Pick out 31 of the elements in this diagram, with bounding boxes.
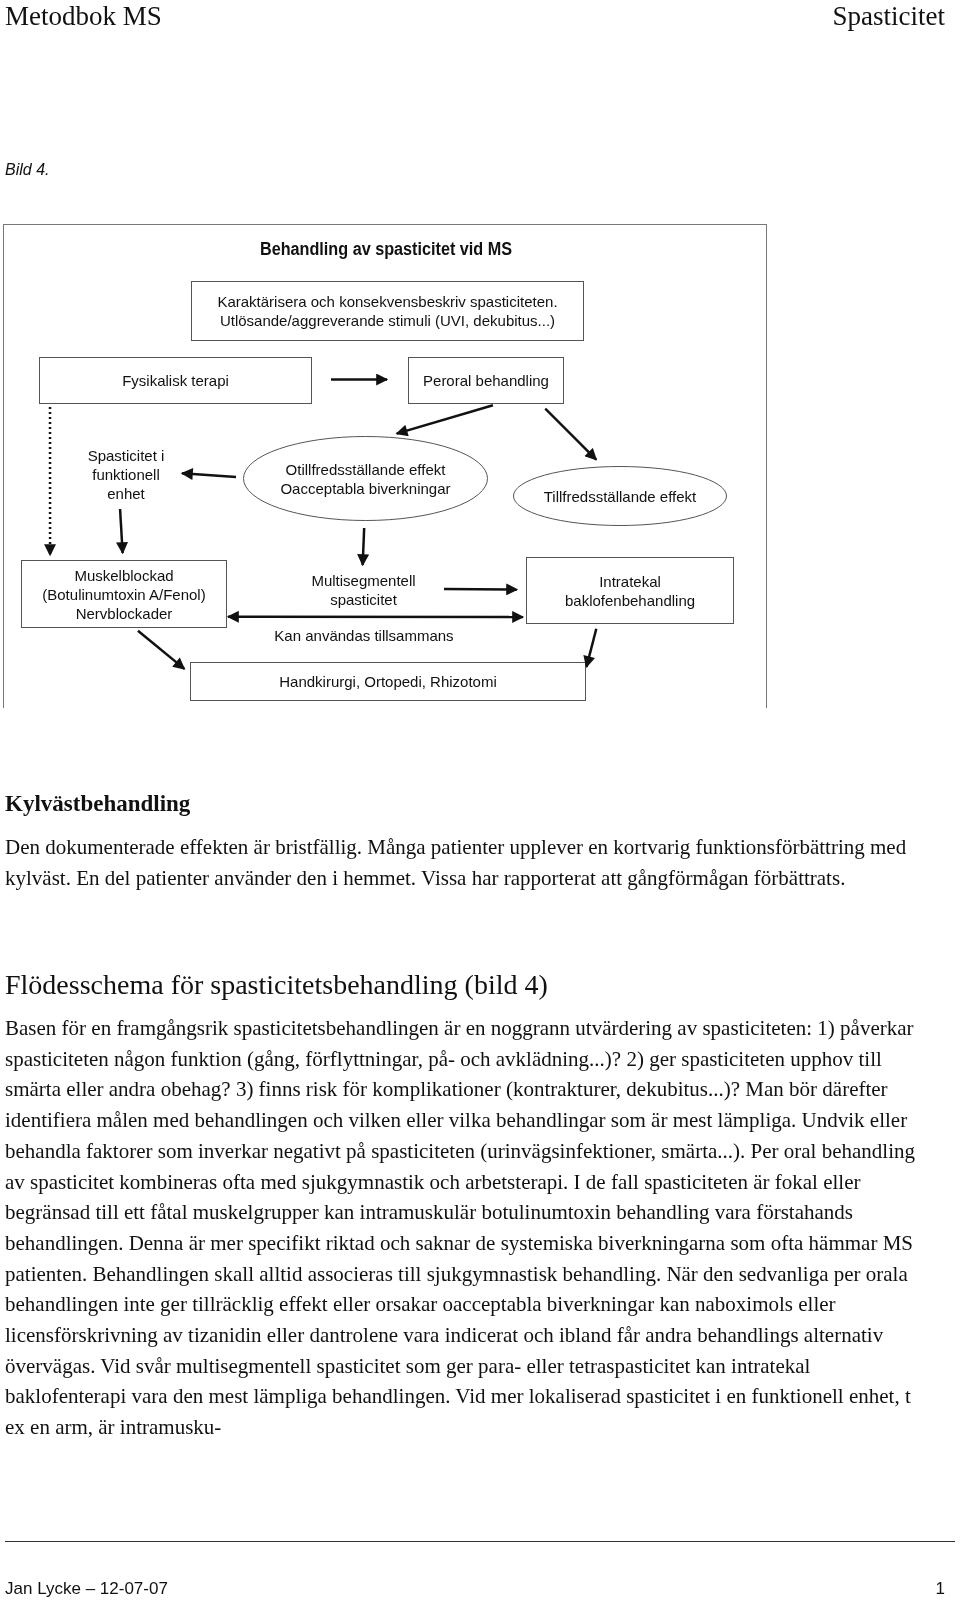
header-section: Spasticitet — [660, 0, 945, 33]
arrow — [395, 404, 494, 437]
arrow — [357, 527, 370, 567]
header-title: Metodbok MS — [5, 0, 163, 33]
arrow — [444, 583, 519, 596]
paragraph: Den dokumenterade effekten är bristfällig. Många patienter upplever en kortvarig funktionsförbättring med kylväst. En del patienter använder den i hemmet. Vissa har rapporterat att gångförmågan förbättrats. — [5, 834, 908, 892]
double-arrow — [226, 610, 525, 623]
process-box: Peroral behandling — [408, 357, 564, 404]
outcome-ellipse: Otillfredsställande effekt Oacceptabla biverkningar — [243, 436, 488, 521]
outcome-ellipse: Tillfredsställande effekt — [513, 466, 727, 526]
arrow — [137, 629, 186, 670]
process-box: Karaktärisera och konsekvensbeskriv spasticiteten. Utlösande/aggreverande stimuli (UVI, dekubitus...) — [191, 281, 584, 341]
diagram-title: Behandling av spasticitet vid MS — [258, 239, 514, 260]
process-box: Handkirurgi, Ortopedi, Rhizotomi — [190, 662, 586, 701]
arrow — [180, 468, 237, 480]
arrow — [116, 508, 128, 555]
arrow — [544, 407, 598, 461]
process-box: Muskelblockad (Botulinumtoxin A/Fenol) Nervblockader — [21, 560, 227, 628]
process-box: Fysikalisk terapi — [39, 357, 312, 404]
paragraph: Basen för en framgångsrik spasticitetsbehandlingen är en noggrann utvärdering av spasticiteten: 1) påverkar spasticiteten någon funktion (gång, förflyttningar, på- och avklädning...)? 2) ger spasticiteten upphov till smärta eller andra obehag? 3) finns risk för komplikationer (kontrakturer, dekubitus...)? Man bör därefter identifiera målen med behandlingen och vilken eller vilka behandlingar som är mest lämpliga. Undvik eller behandla faktorer som inverkar negativt på spasticiteten (urinvägsinfektioner, smärta...). Per oral behandling av spasticitet kombineras ofta med sjukgymnastik och arbetsterapi. I de fall spasticiteten är fokal eller begränsad till ett fåtal muskelgrupper kan intramuskulär botulinumtoxin behandling vara förstahands behandlingen. Denna är mer specifikt riktad och saknar de systemiska biverkningarna som ofta hämmar MS patienten. Behandlingen skall alltid associeras till sjukgymnastisk behandling. När den sedvanliga per orala behandlingen inte ger tillräcklig effekt eller orsakar oacceptabla biverkningar kan naboximols eller licensförskrivning av tizanidin eller dantrolene vara indicerat och ibland får andra behandlings alternativ övervägas. Vid svår multisegmentell spasticitet som ger para- eller tetraspasticitet kan intratekal baklofenterapi vara den mest lämpliga behandlingen. Vid mer lokaliserad spasticitet i en funktionell enhet, t ex en arm, är intramusku- — [5, 1015, 916, 1442]
footer-author-date: Jan Lycke – 12-07-07 — [5, 1579, 169, 1600]
section-heading: Flödesschema för spasticitetsbehandling (bild 4) — [5, 968, 549, 1002]
section-heading: Kylvästbehandling — [5, 790, 192, 818]
arrow — [331, 373, 389, 386]
figure-number: Bild 4. — [5, 160, 51, 180]
arrow — [583, 628, 598, 669]
page-number: 1 — [934, 1579, 945, 1600]
dotted-arrow — [44, 407, 57, 557]
process-box: Intratekal baklofenbehandling — [526, 557, 734, 624]
condition-text: Multisegmentell spasticitet — [286, 570, 441, 610]
outcome-text: Spasticitet i funktionell enhet — [73, 444, 179, 504]
